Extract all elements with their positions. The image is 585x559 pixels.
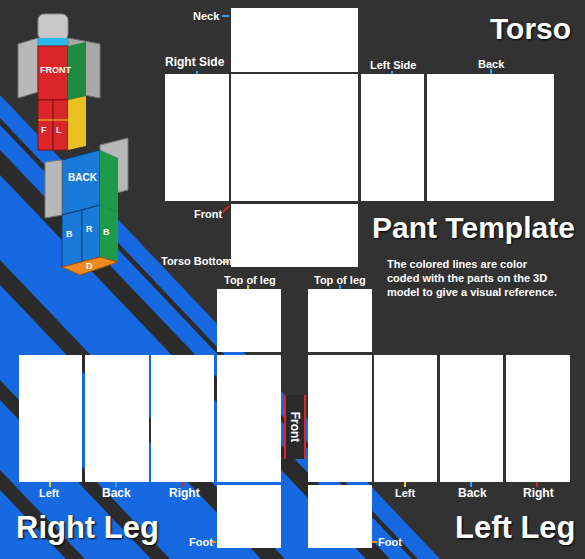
part-label: Neck [193,10,219,22]
tag-text: Front [288,412,302,443]
section-heading: Torso [490,12,571,45]
model-label: FRONT [40,66,71,76]
model-label: L [56,126,62,136]
part-label: Left [39,487,59,499]
left-leg-panels [308,289,570,548]
part-label: Left Side [370,59,416,71]
part-label: Foot [189,536,213,548]
section-heading: Left Leg [455,511,576,545]
part-label: Right [523,487,554,500]
model-back [45,138,128,275]
dark-stripe [0,260,285,559]
model-label: D [86,262,93,272]
right-leg-panels [19,289,281,548]
model-label: B [103,228,110,238]
part-label: Left [395,487,415,499]
part-label: Right [169,487,200,500]
section-heading: Right Leg [16,511,159,545]
note: The colored lines are color coded with t… [387,258,562,299]
model-label: R [86,225,93,235]
vertical-tag: Front [284,395,306,459]
part-label: Torso Bottom [161,255,232,267]
part-label: Top of leg [224,274,276,286]
model-front [18,14,100,150]
title: Pant Template [372,211,575,244]
model-label: BACK [68,172,97,183]
dark-stripe [0,150,390,559]
model-label: B [66,230,73,240]
part-label: Front [194,208,222,220]
part-label: Top of leg [314,274,366,286]
part-label: Back [478,58,504,70]
part-label: Back [102,487,131,500]
model-label: F [41,126,47,136]
part-label: Back [458,487,487,500]
part-label: Foot [378,536,402,548]
part-label: Right Side [165,56,224,69]
